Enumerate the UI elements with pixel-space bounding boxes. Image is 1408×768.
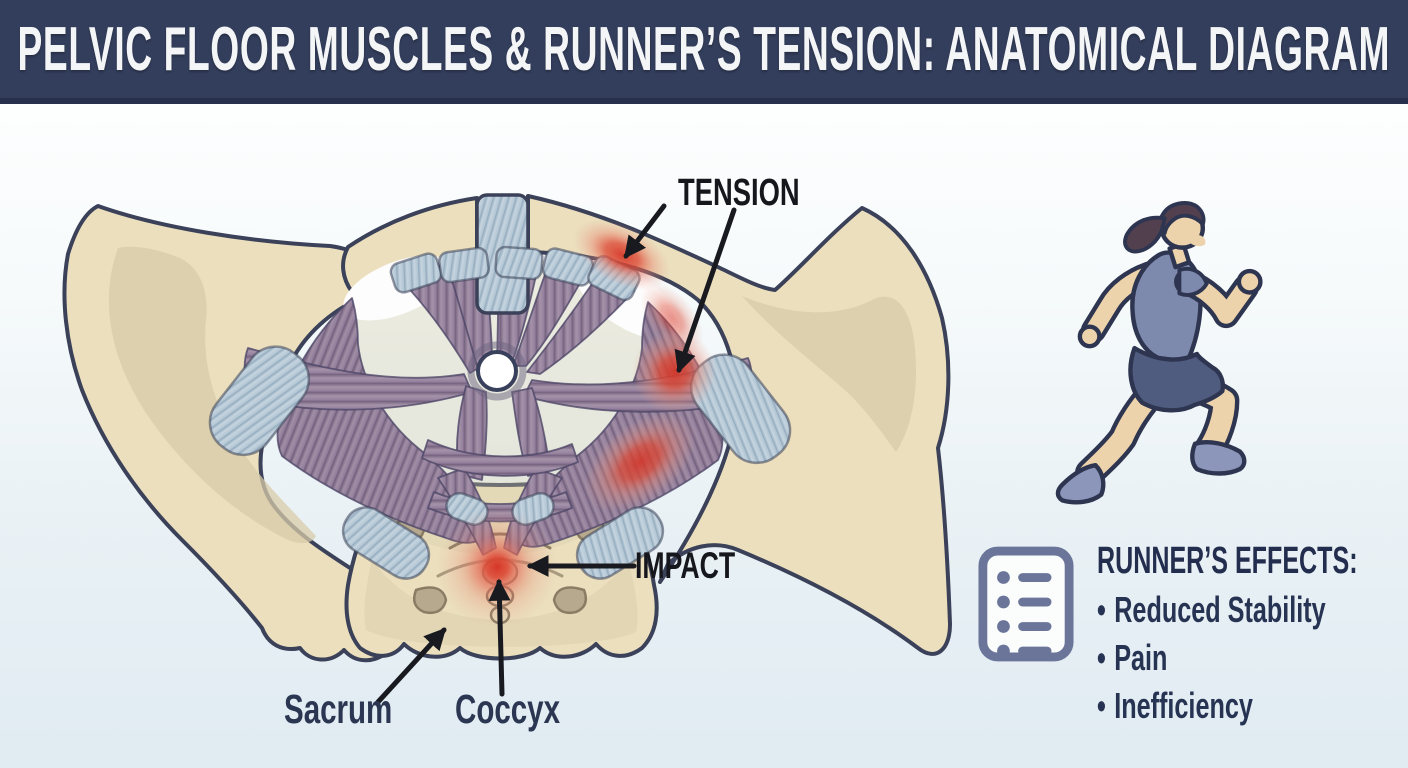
bullet-glyph: •	[1097, 589, 1106, 630]
runner-shorts	[1128, 345, 1225, 413]
checklist-icon	[978, 546, 1074, 662]
sacrum-arrow	[375, 627, 447, 705]
tension-arrow-1	[623, 203, 667, 259]
tension-spot-band	[584, 412, 696, 512]
runner-front-shoe	[1190, 440, 1247, 476]
label-sacrum: Sacrum	[284, 686, 393, 732]
bullet-glyph: •	[1097, 637, 1106, 678]
tension-spot-mid	[632, 330, 716, 414]
label-tension: TENSION	[678, 172, 800, 214]
label-impact: IMPACT	[635, 545, 736, 586]
tension-arrow-2	[674, 207, 737, 374]
runner-sleeve	[1177, 266, 1209, 297]
impact-spot-coccyx	[466, 536, 528, 598]
runner-hair	[1123, 201, 1206, 254]
central-opening	[467, 341, 527, 401]
page-title: PELVIC FLOOR MUSCLES & RUNNER’S TENSION:…	[17, 14, 1391, 84]
runner-back-shoe	[1055, 463, 1106, 505]
annotation-arrows	[375, 203, 737, 705]
runner-back-leg	[1055, 378, 1167, 505]
label-coccyx: Coccyx	[455, 686, 561, 732]
coccyx-arrow	[488, 578, 511, 697]
central-opening-hole	[476, 350, 518, 392]
bullet-glyph: •	[1097, 685, 1106, 726]
effects-item: •Inefficiency	[1097, 685, 1253, 726]
effects-item: •Pain	[1097, 637, 1168, 678]
effects-text: RUNNER’S EFFECTS: •Reduced Stability •Pa…	[1097, 540, 1408, 727]
effects-heading: RUNNER’S EFFECTS:	[1097, 540, 1358, 582]
runner-illustration	[1055, 201, 1263, 505]
effects-item: •Reduced Stability	[1097, 589, 1326, 630]
title-bar: PELVIC FLOOR MUSCLES & RUNNER’S TENSION:…	[0, 0, 1408, 104]
